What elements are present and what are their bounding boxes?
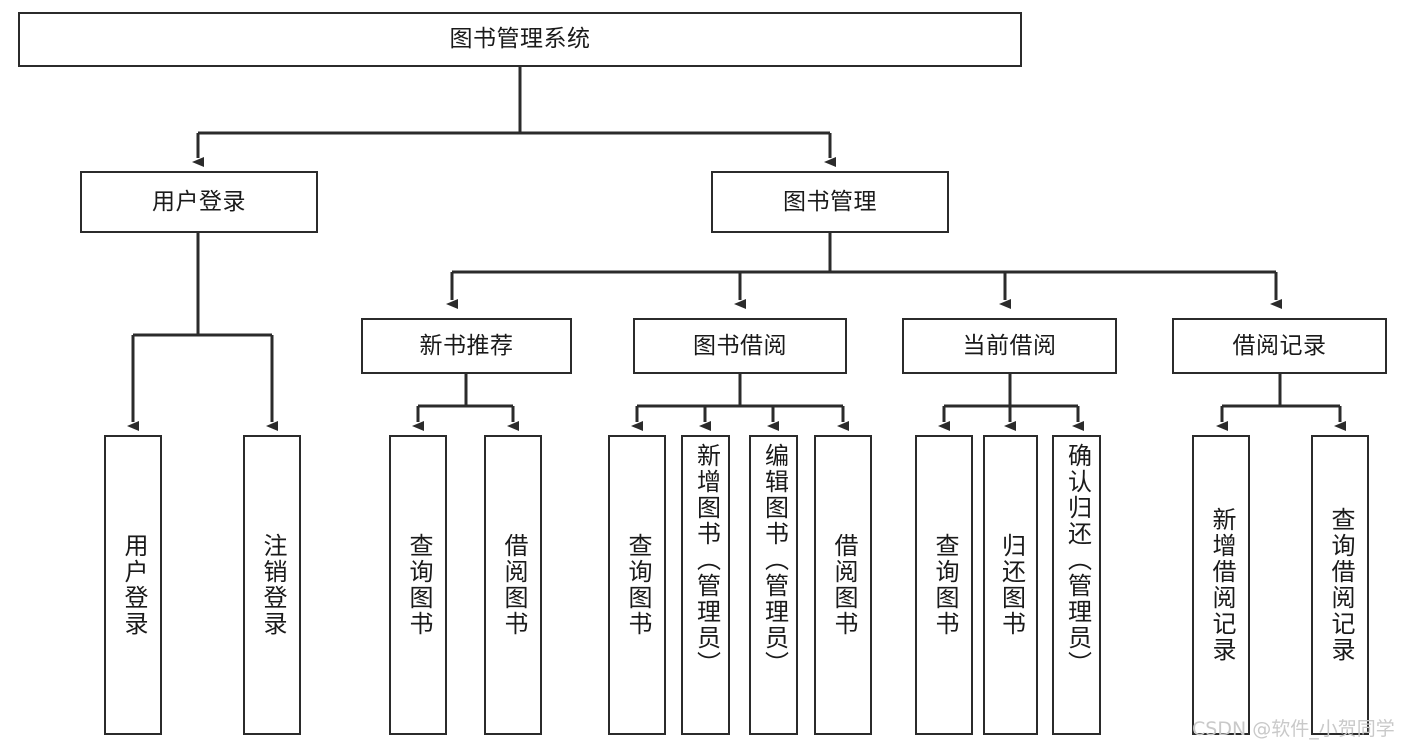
node-label: 用户登录 [152,188,246,215]
node-label: 查询图书 [930,533,959,637]
node-label: 当前借阅 [962,332,1057,359]
node-label: 新书推荐 [419,332,514,359]
node-label: 图书管理 [783,188,877,215]
node-label: 借阅图书 [499,533,528,637]
leaf-user-login-signin[interactable]: 用户登录 [104,435,162,735]
node-label: 确认归还（管理员） [1063,443,1092,677]
leaf-user-login-signout[interactable]: 注销登录 [243,435,301,735]
node-label: 查询图书 [404,533,433,637]
leaf-records-query-record[interactable]: 查询借阅记录 [1311,435,1369,735]
leaf-current-query-book[interactable]: 查询图书 [915,435,973,735]
node-label: 图书管理系统 [449,26,591,53]
leaf-borrow-query-book[interactable]: 查询图书 [608,435,666,735]
node-label: 查询借阅记录 [1326,507,1355,663]
leaf-borrow-borrow-book[interactable]: 借阅图书 [814,435,872,735]
node-label: 图书借阅 [693,332,787,359]
node-root-system[interactable]: 图书管理系统 [18,12,1022,67]
node-new-book-recommendation[interactable]: 新书推荐 [361,318,572,374]
node-label: 用户登录 [119,533,148,637]
leaf-records-add-record[interactable]: 新增借阅记录 [1192,435,1250,735]
node-label: 归还图书 [997,533,1026,637]
csdn-watermark: CSDN @软件_小贺同学 [1192,718,1395,740]
node-book-management[interactable]: 图书管理 [711,171,949,233]
leaf-current-return-book[interactable]: 归还图书 [983,435,1038,735]
leaf-new-books-borrow[interactable]: 借阅图书 [484,435,542,735]
leaf-borrow-edit-book-admin[interactable]: 编辑图书（管理员） [749,435,798,735]
node-label: 新增图书（管理员） [692,443,721,677]
node-user-login[interactable]: 用户登录 [80,171,318,233]
node-label: 借阅记录 [1232,332,1327,359]
node-current-borrowing[interactable]: 当前借阅 [902,318,1117,374]
node-label: 查询图书 [623,533,652,637]
node-label: 新增借阅记录 [1207,507,1236,663]
leaf-new-books-query[interactable]: 查询图书 [389,435,447,735]
leaf-current-confirm-return-admin[interactable]: 确认归还（管理员） [1052,435,1101,735]
node-label: 注销登录 [258,533,287,637]
leaf-borrow-add-book-admin[interactable]: 新增图书（管理员） [681,435,730,735]
node-label: 编辑图书（管理员） [760,443,789,677]
node-borrowing-records[interactable]: 借阅记录 [1172,318,1387,374]
node-book-borrowing[interactable]: 图书借阅 [633,318,847,374]
node-label: 借阅图书 [829,533,858,637]
